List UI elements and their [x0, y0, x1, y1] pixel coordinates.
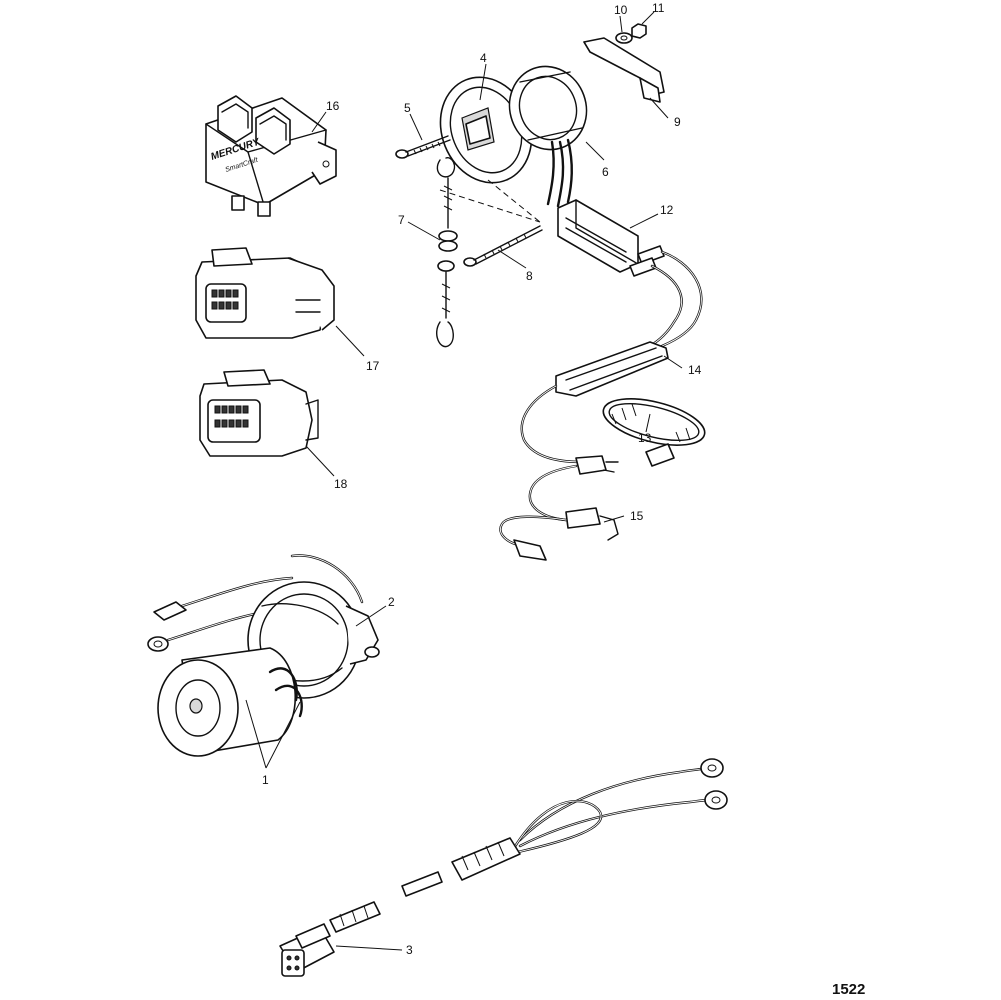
callout-numbers: 1 2 3 4 5 6 7 8 9 10 11 12 13 14 15 16 1… [262, 1, 702, 957]
callout-17: 17 [366, 359, 380, 373]
part-14-harness [520, 250, 703, 464]
callout-13: 13 [638, 431, 652, 445]
callout-18: 18 [334, 477, 348, 491]
part-8-screw [463, 225, 543, 267]
callout-9: 9 [674, 115, 681, 129]
part-5-screw [395, 135, 451, 159]
leader-lines [245, 11, 683, 951]
part-17-connector [195, 247, 335, 339]
callout-4: 4 [480, 51, 487, 65]
callout-15: 15 [630, 509, 644, 523]
connector-17-pins [211, 289, 239, 310]
callout-8: 8 [526, 269, 533, 283]
connector-18-pins [214, 405, 249, 428]
part-18-connector [199, 369, 319, 457]
part-3-main-harness [279, 758, 728, 977]
part-15-pigtail [499, 455, 619, 561]
callout-10: 10 [614, 3, 628, 17]
part-9-bracket [583, 37, 665, 103]
callout-14: 14 [688, 363, 702, 377]
callout-5: 5 [404, 101, 411, 115]
part-10-washer [615, 32, 633, 44]
part-1-coil [157, 647, 303, 757]
callout-16: 16 [326, 99, 340, 113]
callout-6: 6 [602, 165, 609, 179]
part-11-nut [631, 23, 647, 39]
callout-1: 1 [262, 773, 269, 787]
part-13-cable-tie [602, 398, 706, 467]
part-12-bracket [557, 199, 665, 277]
part-6-housing [508, 65, 588, 208]
callout-7: 7 [398, 213, 405, 227]
callout-2: 2 [388, 595, 395, 609]
callout-3: 3 [406, 943, 413, 957]
callout-11: 11 [652, 1, 665, 15]
part-16-smartcraft-module: MERCURY SmartCraft [205, 95, 337, 217]
callout-12: 12 [660, 203, 674, 217]
part-7-lanyard [436, 157, 541, 348]
figure-number: 1522 [832, 981, 865, 998]
